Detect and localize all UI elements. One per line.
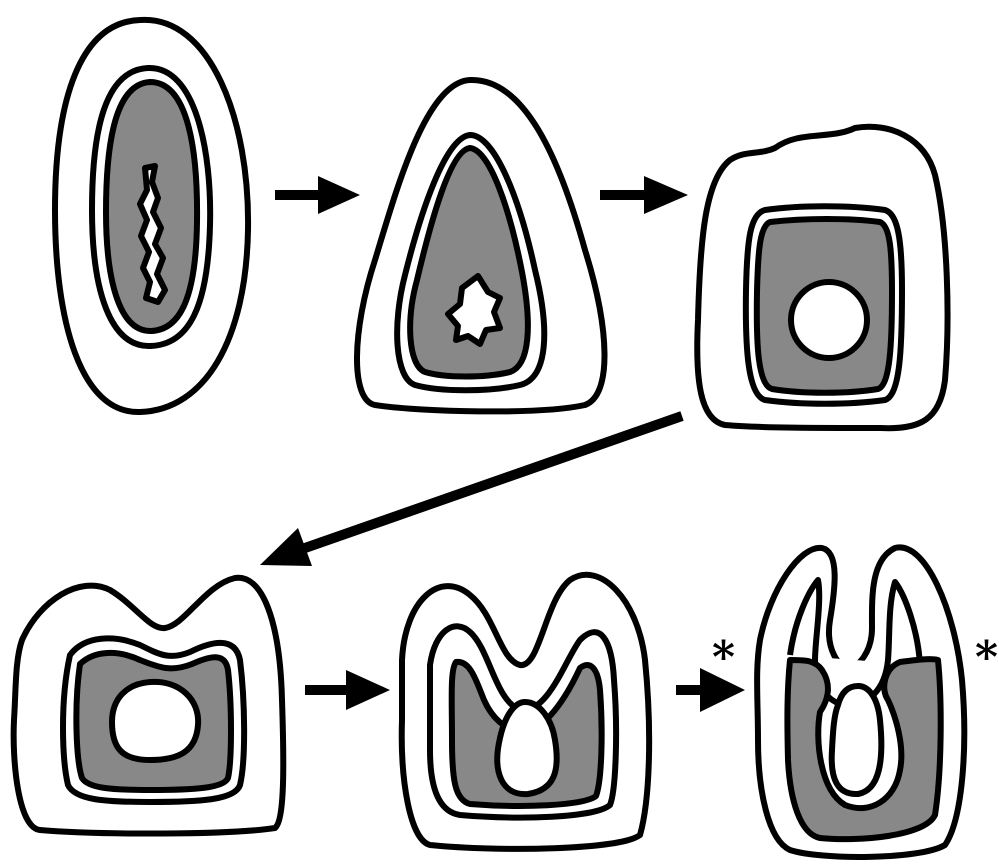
stage-3-circular-cavity <box>791 282 867 358</box>
stage-6-deep-cavity <box>832 686 882 794</box>
stage-2-pear <box>357 80 605 411</box>
arrowhead <box>318 176 360 214</box>
arrow-stage-3-to-4 <box>260 416 682 566</box>
arrowhead <box>644 176 688 214</box>
arrowhead <box>346 670 390 710</box>
arrow-stage-2-to-3 <box>600 176 688 214</box>
stage-3-rounded-square <box>697 127 947 428</box>
right-asterisk-marker: * <box>975 632 998 683</box>
left-asterisk-marker: * <box>712 632 735 683</box>
stage-6-horseshoe <box>757 547 964 857</box>
stage-4-oval-cavity <box>112 682 198 760</box>
arrow-stage-1-to-2 <box>275 176 360 214</box>
stage-5-u-shape <box>402 575 649 849</box>
stage-4-saddle <box>14 578 284 834</box>
arrow-stage-4-to-5 <box>305 670 390 710</box>
stage-1-oval <box>55 20 248 412</box>
arrowhead <box>260 528 312 566</box>
stage-5-u-cavity <box>497 702 556 794</box>
